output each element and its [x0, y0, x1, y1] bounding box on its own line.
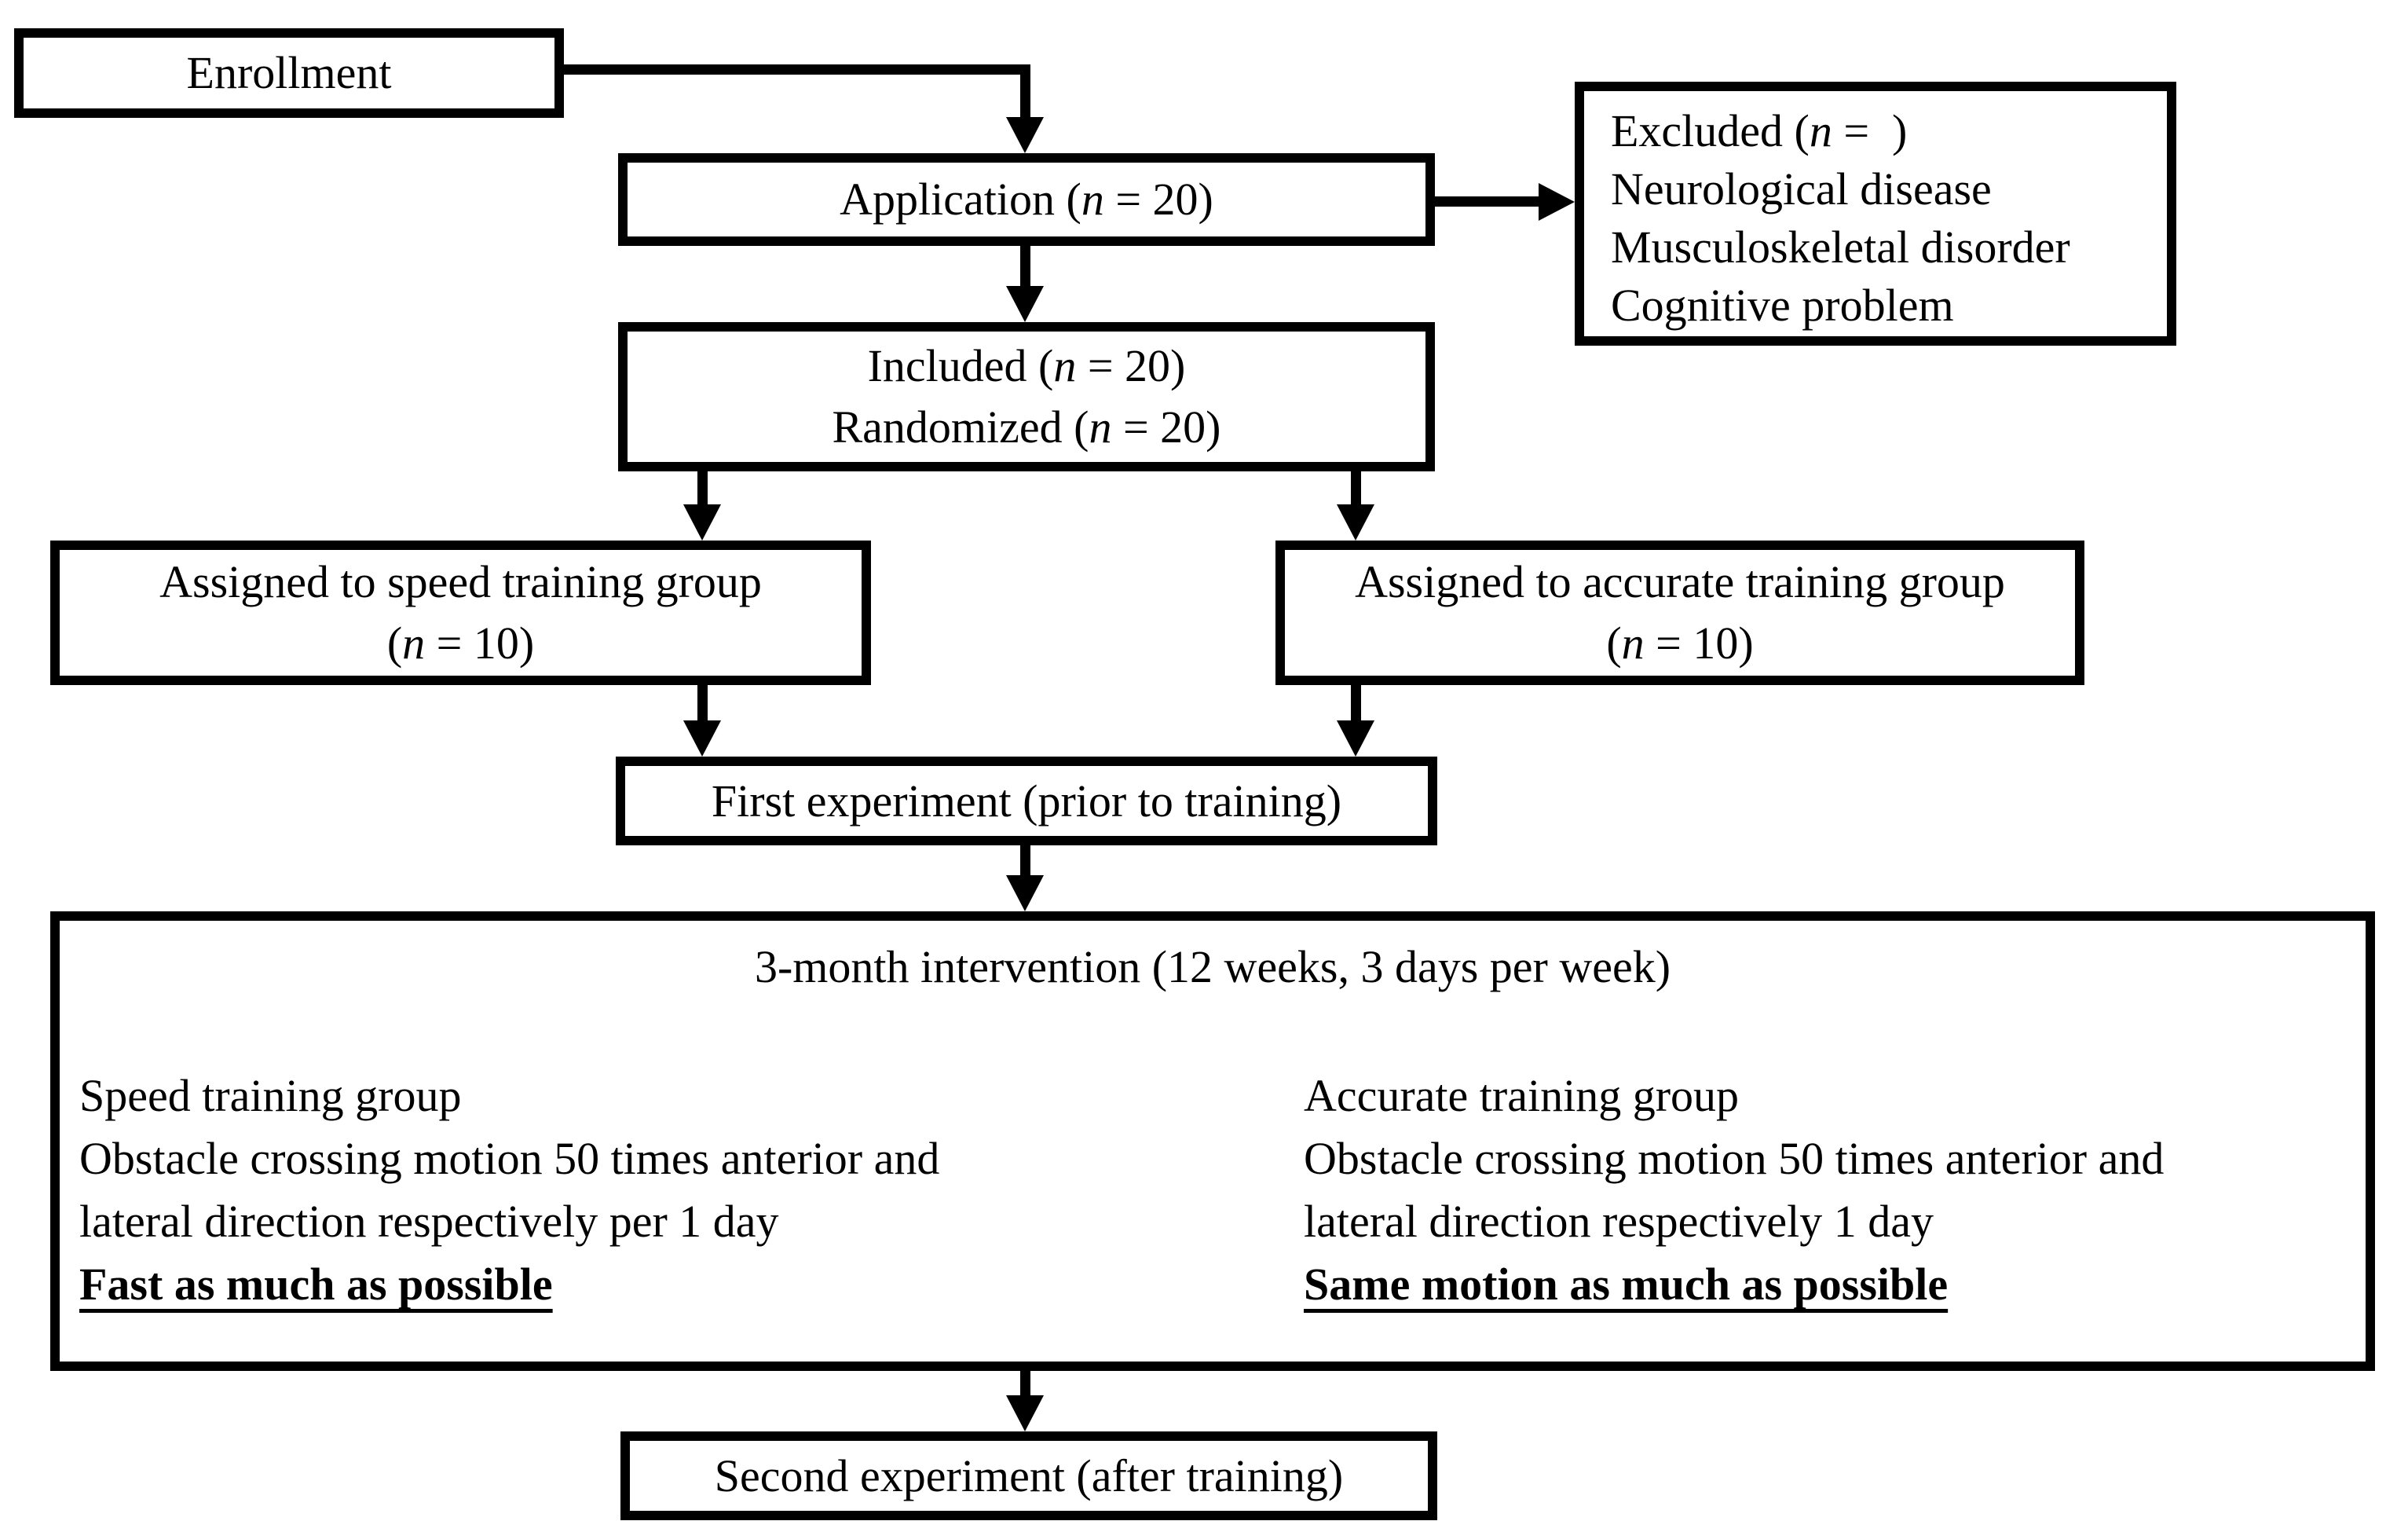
intervention-box: 3-month intervention (12 weeks, 3 days p… — [50, 911, 2375, 1371]
included-randomized-box: Included (n = 20) Randomized (n = 20) — [618, 322, 1435, 471]
speed-column-title: Speed training group — [79, 1070, 462, 1121]
n-symbol: n — [1809, 105, 1832, 156]
included-line: Included (n = 20) — [868, 335, 1186, 397]
arrowhead-accurate-into-first — [1337, 720, 1374, 757]
enrollment-label: Enrollment — [186, 47, 392, 98]
speed-group-box: Assigned to speed training group (n = 10… — [50, 541, 871, 685]
n-symbol: n — [1081, 174, 1104, 225]
text-segment: = 10) — [1644, 618, 1754, 669]
connector-application-excluded — [1429, 196, 1539, 207]
enrollment-box: Enrollment — [14, 28, 564, 118]
accurate-group-box: Assigned to accurate training group (n =… — [1275, 541, 2084, 685]
application-label: Application (n = 20) — [840, 169, 1213, 230]
connector-included-accurate — [1351, 470, 1361, 505]
accurate-group-line-1: Assigned to accurate training group — [1355, 556, 2005, 607]
second-experiment-label: Second experiment (after training) — [714, 1450, 1344, 1501]
connector-first-intervention — [1020, 844, 1030, 876]
excluded-line-1: Excluded (n = ) — [1611, 102, 1907, 160]
second-experiment-box: Second experiment (after training) — [620, 1431, 1437, 1520]
accurate-training-column: Accurate training group Obstacle crossin… — [1304, 1065, 2356, 1316]
excluded-box: Excluded (n = ) Neurological disease Mus… — [1575, 82, 2176, 346]
excluded-line-4: Cognitive problem — [1611, 280, 1954, 331]
speed-group-line-1: Assigned to speed training group — [159, 556, 762, 607]
arrowhead-into-second — [1006, 1395, 1044, 1431]
n-symbol: n — [1621, 618, 1645, 669]
speed-column-emphasis: Fast as much as possible — [79, 1259, 553, 1310]
connector-intervention-second — [1020, 1369, 1030, 1396]
text-segment: Randomized ( — [832, 401, 1089, 453]
connector-enrollment-vertical — [1020, 64, 1030, 118]
accurate-column-title: Accurate training group — [1304, 1070, 1740, 1121]
arrowhead-into-excluded — [1539, 183, 1575, 221]
text-segment: ( — [1606, 618, 1622, 669]
first-experiment-box: First experiment (prior to training) — [616, 757, 1437, 845]
connector-speed-first — [697, 684, 708, 721]
arrowhead-into-accurate-group — [1337, 504, 1374, 541]
accurate-column-emphasis: Same motion as much as possible — [1304, 1259, 1949, 1310]
text-segment: Excluded ( — [1611, 105, 1810, 156]
text-segment: Application ( — [840, 174, 1081, 225]
accurate-column-body-line-2: lateral direction respectively 1 day — [1304, 1196, 1934, 1247]
accurate-group-line-2: (n = 10) — [1606, 613, 1753, 674]
text-segment: = 20) — [1103, 174, 1213, 225]
text-segment: ( — [386, 618, 403, 669]
excluded-line-2: Neurological disease — [1611, 163, 1992, 214]
arrowhead-speed-into-first — [683, 720, 721, 757]
connector-included-speed — [697, 470, 708, 505]
connector-accurate-first — [1351, 684, 1361, 721]
arrowhead-into-application — [1006, 117, 1044, 153]
first-experiment-label: First experiment (prior to training) — [711, 775, 1342, 826]
text-segment: Included ( — [867, 340, 1054, 391]
n-symbol: n — [402, 618, 426, 669]
arrowhead-into-speed-group — [683, 504, 721, 541]
n-symbol: n — [1053, 340, 1077, 391]
accurate-column-body-line-1: Obstacle crossing motion 50 times anteri… — [1304, 1133, 2165, 1184]
n-symbol: n — [1089, 401, 1112, 453]
text-segment: = 20) — [1111, 401, 1221, 453]
arrowhead-into-included — [1006, 286, 1044, 322]
speed-training-column: Speed training group Obstacle crossing m… — [79, 1065, 1147, 1316]
connector-enrollment-horizontal — [558, 64, 1030, 75]
randomized-line: Randomized (n = 20) — [833, 397, 1221, 458]
application-box: Application (n = 20) — [618, 153, 1435, 246]
excluded-line-3: Musculoskeletal disorder — [1611, 222, 2070, 273]
connector-application-included — [1020, 244, 1030, 287]
text-segment: = ) — [1832, 105, 1908, 156]
speed-group-line-2: (n = 10) — [387, 613, 534, 674]
speed-column-body-line-1: Obstacle crossing motion 50 times anteri… — [79, 1133, 940, 1184]
speed-column-body-line-2: lateral direction respectively per 1 day — [79, 1196, 779, 1247]
arrowhead-into-intervention — [1006, 875, 1044, 911]
text-segment: = 10) — [425, 618, 535, 669]
text-segment: = 20) — [1076, 340, 1186, 391]
intervention-header: 3-month intervention (12 weeks, 3 days p… — [754, 941, 1671, 992]
